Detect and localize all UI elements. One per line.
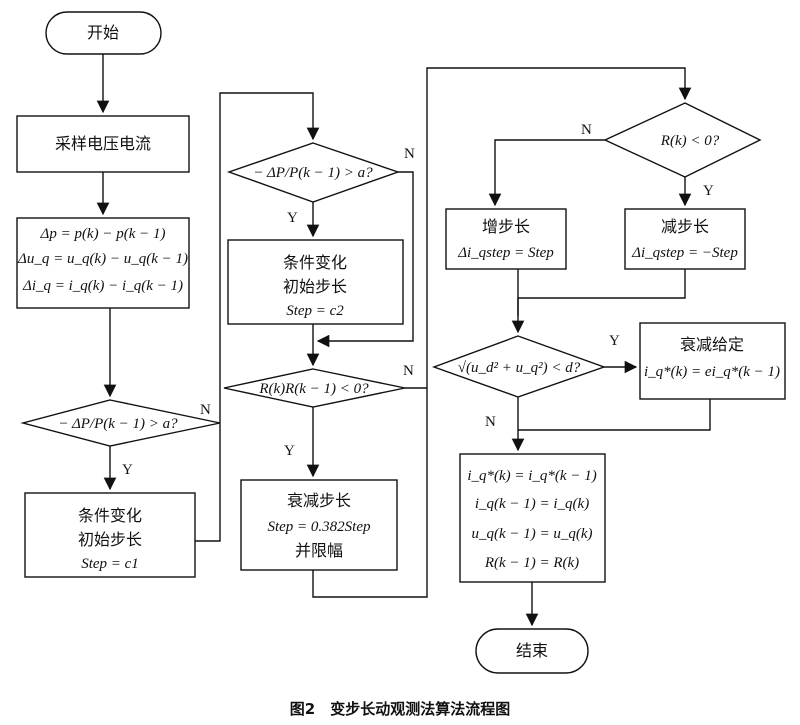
figure-caption: 图2 变步长动观测法算法流程图 (290, 700, 510, 718)
init2-line-1: 条件变化 (283, 253, 347, 272)
update-line-2: i_q(k − 1) = i_q(k) (475, 496, 589, 512)
init2-line-2: 初始步长 (283, 277, 347, 296)
end-label: 结束 (516, 641, 548, 660)
decision-5-label: √(u_d² + u_q²) < d? (458, 360, 581, 376)
decision-4-no: N (581, 122, 592, 138)
init2-line-3: Step = c2 (286, 303, 344, 319)
init1-line-1: 条件变化 (78, 506, 142, 525)
calc-line-1: Δp = p(k) − p(k − 1) (40, 226, 166, 242)
decay-given-line-1: 衰减给定 (680, 335, 744, 354)
calc-line-3: Δi_q = i_q(k) − i_q(k − 1) (22, 278, 183, 294)
decision-1-label: − ΔP/P(k − 1) > a? (58, 416, 178, 432)
increase-line-1: 增步长 (482, 217, 530, 236)
decision-5-yes: Y (609, 333, 620, 349)
decision-3-yes: Y (284, 443, 295, 459)
init1-box (24, 492, 196, 578)
init2-box (227, 239, 404, 325)
decision-4-label: R(k) < 0? (660, 133, 720, 149)
init1-line-3: Step = c1 (81, 556, 139, 572)
decay-box (240, 479, 398, 571)
decision-3-no: N (403, 363, 414, 379)
decrease-line-1: 减步长 (661, 217, 709, 236)
init1-line-2: 初始步长 (78, 530, 142, 549)
decrease-line-2: Δi_qstep = −Step (631, 245, 738, 261)
sample-box (16, 115, 190, 173)
update-box (459, 453, 606, 583)
decay-line-1: 衰减步长 (287, 491, 351, 510)
decision-1-yes: Y (122, 462, 133, 478)
decision-5-no: N (485, 414, 496, 430)
decision-3-label: R(k)R(k − 1) < 0? (258, 381, 369, 397)
end-terminal (475, 628, 589, 674)
decay-given-box (639, 322, 786, 400)
sample-label: 采样电压电流 (55, 134, 151, 153)
increase-box (445, 208, 567, 270)
decay-line-3: 并限幅 (295, 541, 343, 560)
decision-1-no: N (200, 402, 211, 418)
update-line-4: R(k − 1) = R(k) (484, 555, 579, 571)
decision-2-label: − ΔP/P(k − 1) > a? (253, 165, 373, 181)
start-label: 开始 (87, 23, 119, 42)
decision-2-no: N (404, 146, 415, 162)
update-line-3: u_q(k − 1) = u_q(k) (471, 526, 592, 542)
decision-2-yes: Y (287, 210, 298, 226)
decision-4-yes: Y (703, 183, 714, 199)
decay-given-line-2: i_q*(k) = ei_q*(k − 1) (644, 364, 780, 380)
decrease-box (624, 208, 746, 270)
calc-line-2: Δu_q = u_q(k) − u_q(k − 1) (17, 251, 188, 267)
decay-line-2: Step = 0.382Step (267, 519, 371, 535)
increase-line-2: Δi_qstep = Step (457, 245, 554, 261)
calc-box (16, 217, 190, 309)
update-line-1: i_q*(k) = i_q*(k − 1) (467, 468, 596, 484)
